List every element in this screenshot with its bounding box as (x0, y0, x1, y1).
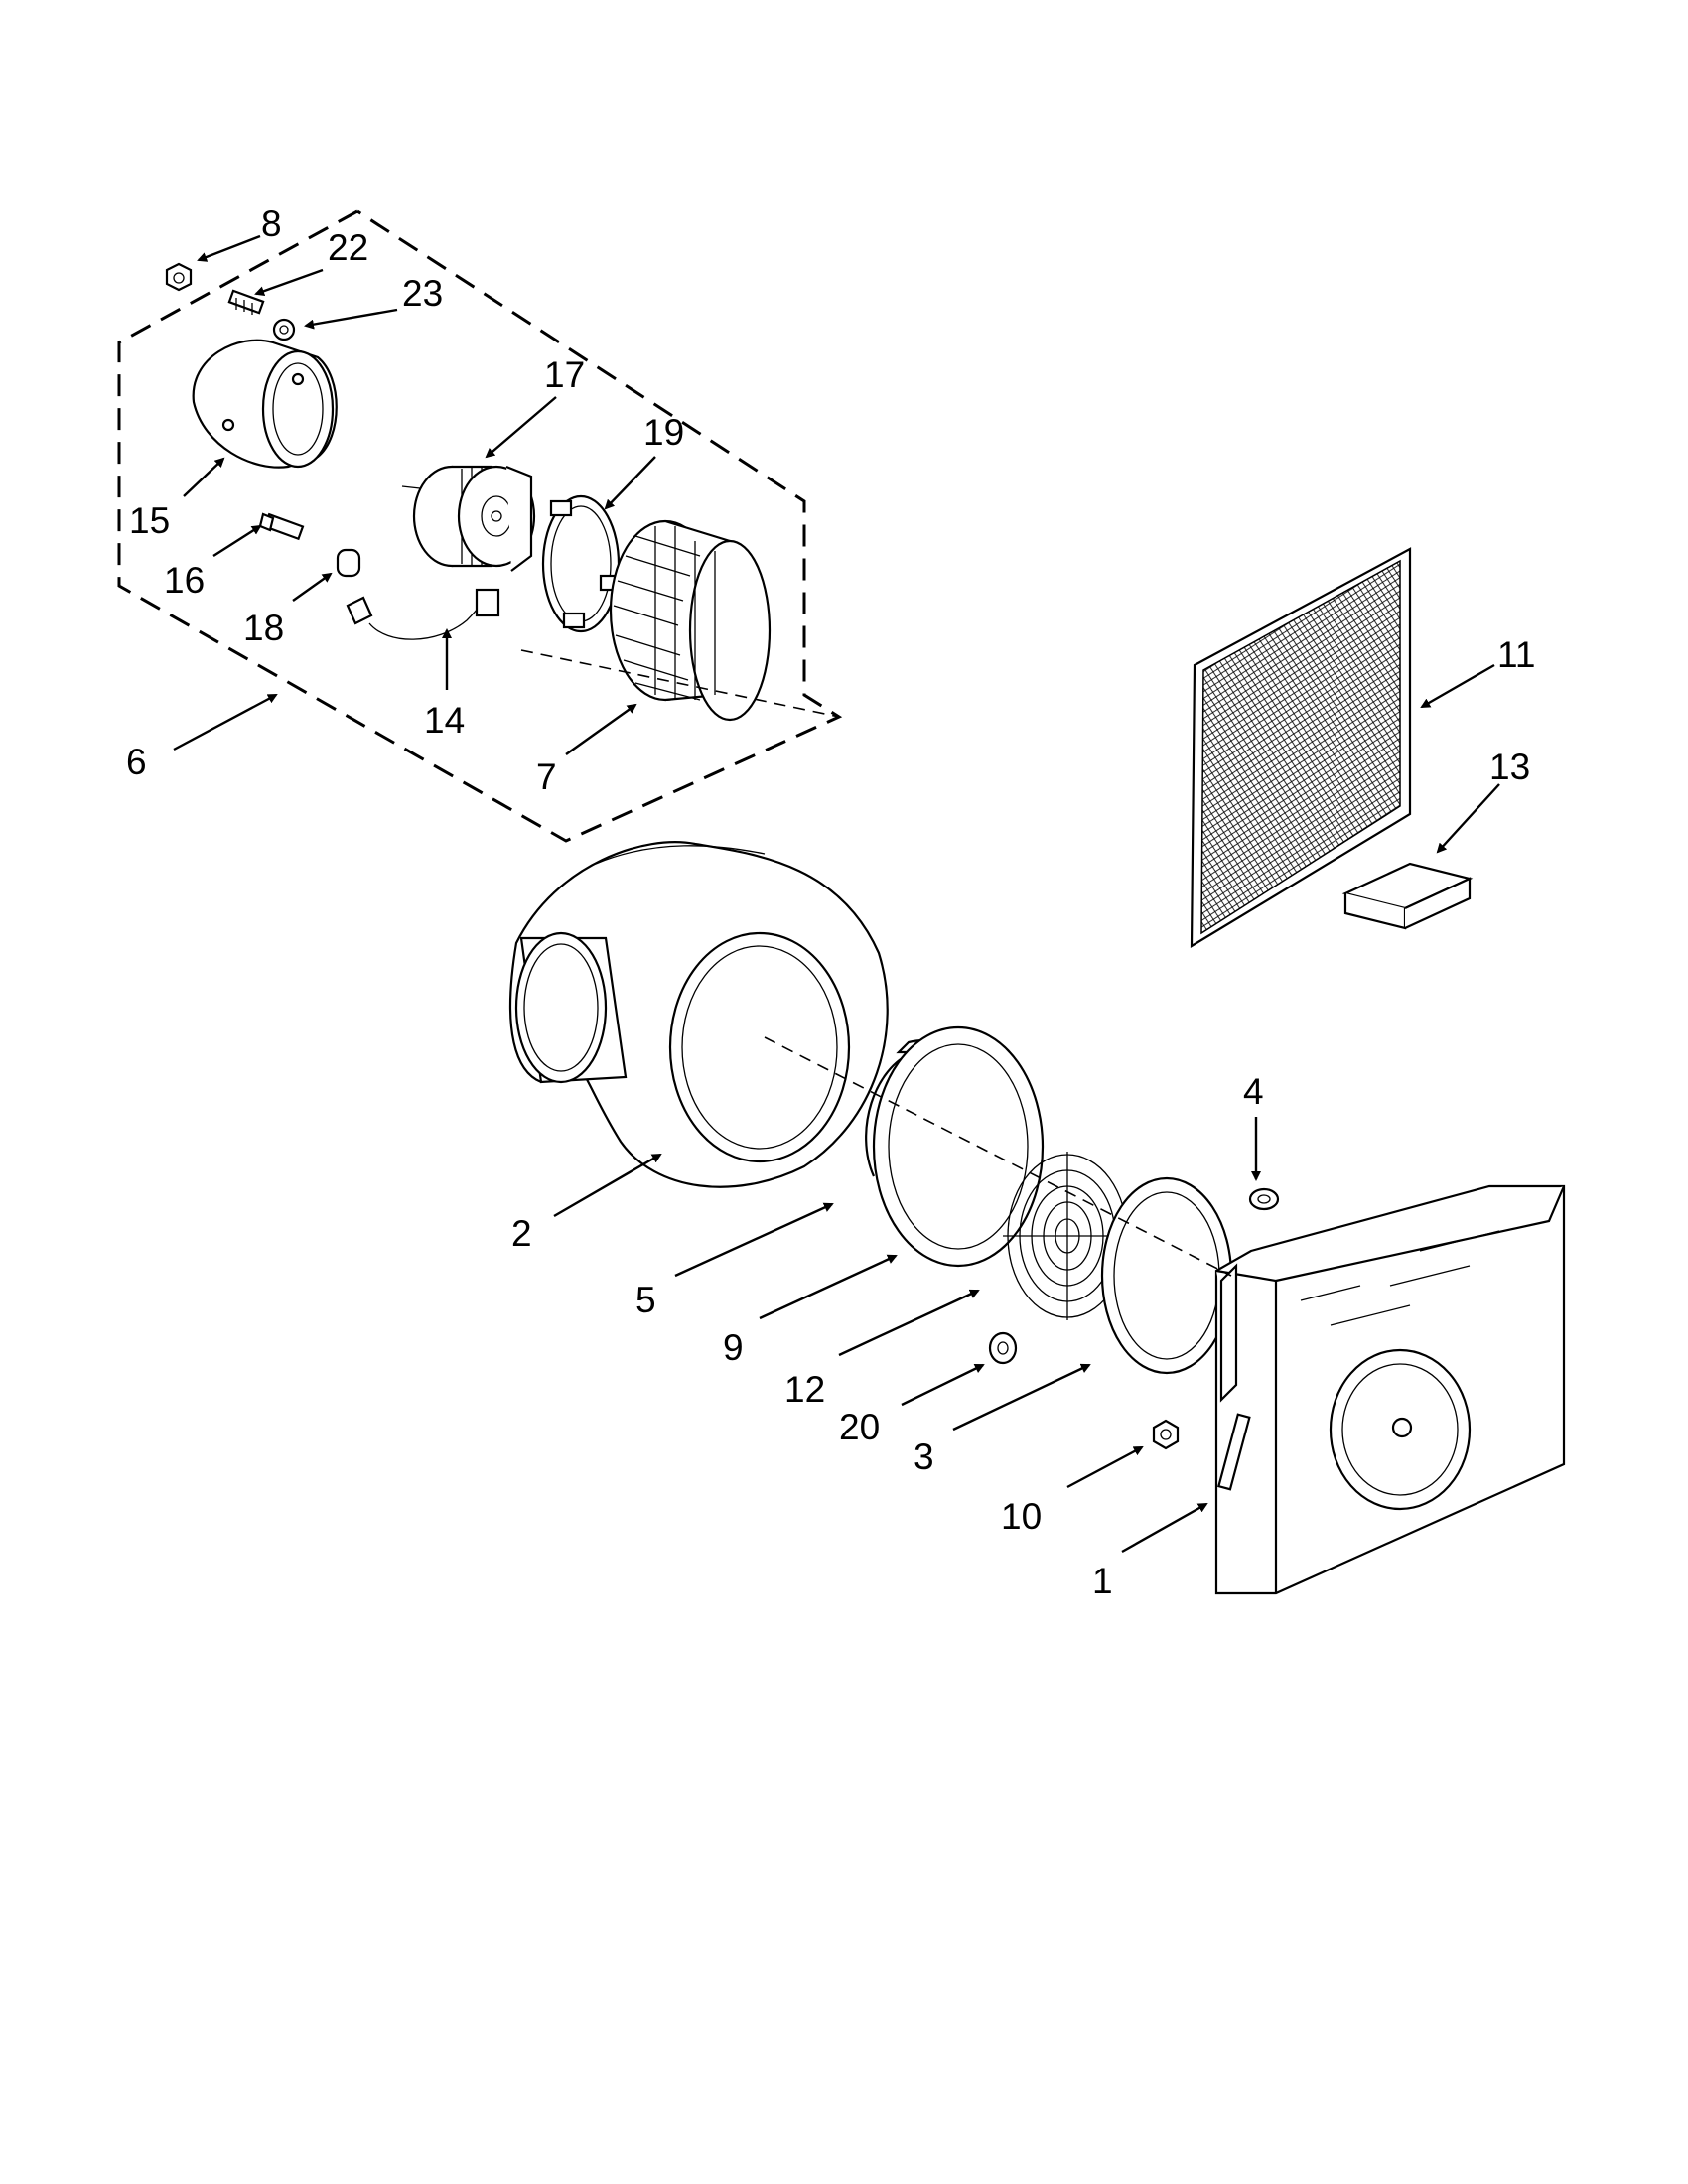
callout-10: 10 (1001, 1496, 1042, 1537)
part-8-nut (165, 262, 193, 292)
callout-9: 9 (723, 1327, 744, 1368)
callout-16: 16 (164, 560, 205, 601)
part-9-inlet-ring (872, 1025, 1045, 1268)
part-1-housing (1214, 1184, 1566, 1595)
callout-22: 22 (328, 227, 368, 268)
callout-2: 2 (511, 1213, 532, 1254)
callout-12: 12 (784, 1369, 825, 1410)
callout-labels: 8 22 23 17 19 15 16 18 14 7 6 11 13 4 2 … (126, 204, 1535, 1601)
part-14-power-cord (346, 588, 500, 640)
leader-lines (173, 234, 1500, 1554)
part-4-grommet (1248, 1187, 1280, 1211)
callout-17: 17 (544, 354, 585, 395)
part-13-bracket (1341, 862, 1474, 930)
part-3-gasket (1100, 1176, 1233, 1375)
part-16-screw (258, 512, 305, 541)
callout-6: 6 (126, 742, 147, 782)
callout-13: 13 (1489, 747, 1530, 787)
part-10-nut (1152, 1419, 1180, 1450)
callout-7: 7 (536, 756, 557, 797)
callout-1: 1 (1092, 1561, 1113, 1601)
callout-20: 20 (839, 1407, 880, 1447)
callout-4: 4 (1243, 1071, 1264, 1112)
motor-kit-boundary (117, 209, 843, 843)
part-19-motor-strap (541, 494, 623, 633)
part-12-guard (1003, 1152, 1132, 1320)
part-7-blower-wheel (609, 519, 772, 722)
callout-23: 23 (402, 273, 443, 314)
callout-14: 14 (424, 700, 465, 741)
callout-3: 3 (914, 1436, 934, 1477)
callout-8: 8 (261, 204, 282, 244)
callout-5: 5 (635, 1280, 656, 1320)
assembly-axis-lines (520, 649, 1232, 1277)
part-15-motor-mount (192, 339, 338, 469)
part-23-nut (272, 318, 296, 341)
part-17-motor (401, 465, 536, 572)
callout-15: 15 (129, 500, 170, 541)
part-20-grommet (988, 1331, 1018, 1365)
part-22-screw (227, 289, 265, 315)
part-2-blower-housing (508, 841, 889, 1188)
part-18-spacer (336, 548, 361, 578)
callout-19: 19 (643, 412, 684, 453)
callout-11: 11 (1497, 634, 1535, 675)
part-11-filter (1190, 547, 1412, 948)
callout-18: 18 (243, 608, 284, 648)
